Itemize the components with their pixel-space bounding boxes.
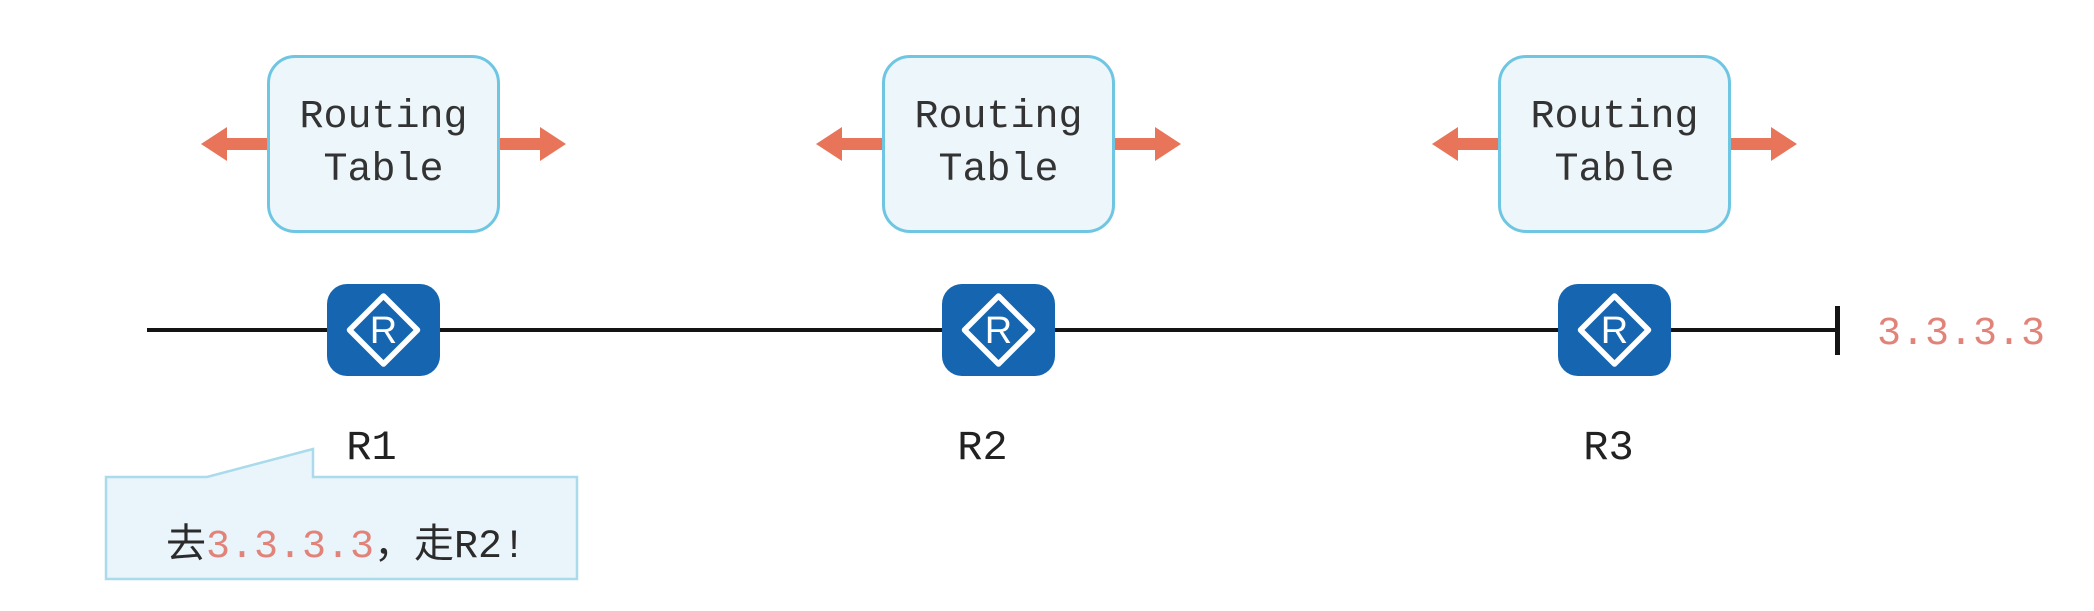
router-icon-letter: R [370,310,397,352]
arrow-head [1155,127,1181,161]
router-icon: R [1558,284,1671,376]
router-icon-letter: R [1601,310,1628,352]
arrow-right-icon [500,127,566,161]
routing-table-box: Routing Table [882,55,1115,233]
arrow-head [540,127,566,161]
arrow-right-icon [1731,127,1797,161]
router-diamond-icon [1577,293,1652,367]
routing-table-box: Routing Table [1498,55,1731,233]
router-label-r1: R1 [346,424,397,472]
destination-address: 3.3.3.3 [1877,312,2046,357]
router-diamond-icon [346,293,421,367]
arrow-shaft [1115,138,1159,150]
callout-bubble-shape [104,447,579,581]
routing-table-label-line2: Table [1554,148,1675,193]
routing-table-label-line1: Routing [914,95,1083,140]
arrow-head [1771,127,1797,161]
router-icon: R [942,284,1055,376]
routing-table-label-line2: Table [938,148,1059,193]
router-group-r1: Routing Table R R1 [201,0,566,611]
router-icon: R [327,284,440,376]
routing-table-label-line2: Table [323,148,444,193]
arrow-left-icon [816,127,882,161]
callout-bubble [104,447,579,581]
arrow-right-icon [1115,127,1181,161]
arrow-left-icon [1432,127,1498,161]
routing-table-label-line1: Routing [1530,95,1699,140]
routing-table-box: Routing Table [267,55,500,233]
arrow-head [816,127,842,161]
arrow-left-icon [201,127,267,161]
callout-suffix: ，走R2! [374,525,527,570]
callout-prefix: 去 [166,525,206,570]
router-icon-letter: R [985,310,1012,352]
callout-ip: 3.3.3.3 [206,525,375,570]
arrow-shaft [1454,138,1498,150]
callout-text: 去3.3.3.3，走R2! [166,511,526,570]
router-label-r2: R2 [957,424,1008,472]
router-label-r3: R3 [1583,424,1634,472]
router-group-r3: Routing Table R R3 [1432,0,1797,611]
arrow-shaft [838,138,882,150]
router-diamond-icon [961,293,1036,367]
arrow-shaft [223,138,267,150]
line-end-tick [1835,306,1840,355]
arrow-head [201,127,227,161]
arrow-shaft [500,138,544,150]
routing-table-label-line1: Routing [299,95,468,140]
arrow-head [1432,127,1458,161]
router-group-r2: Routing Table R R2 [816,0,1181,611]
arrow-shaft [1731,138,1775,150]
